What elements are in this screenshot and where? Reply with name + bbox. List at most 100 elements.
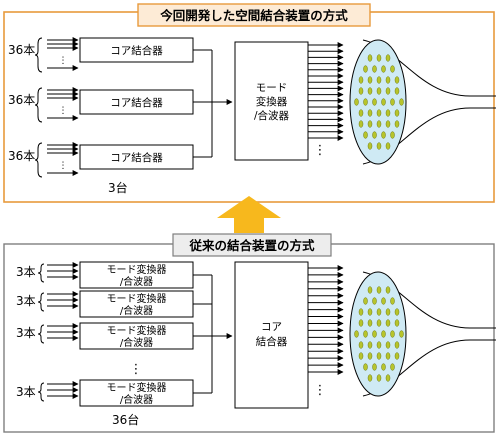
fiber-core	[394, 87, 400, 95]
fiber-core	[385, 87, 391, 95]
fiber-core	[385, 319, 391, 327]
fiber-core	[354, 330, 359, 338]
bottom-input-label-4: 3本	[16, 385, 36, 399]
fiber-core	[358, 319, 364, 327]
bottom-core-coupler-line-1: コア	[261, 321, 282, 333]
fiber-core	[381, 65, 386, 73]
fiber-core	[385, 120, 391, 128]
bottom-mode-converter-1-line-1: モード変換器	[107, 263, 167, 276]
fiber-core	[394, 76, 400, 84]
fiber-core	[399, 98, 404, 106]
top-fiber-cores	[354, 54, 404, 150]
fiber-core	[394, 109, 400, 117]
top-input-dots-3: ⋮	[59, 161, 68, 171]
bottom-mode-converter-3-line-1: モード変換器	[107, 324, 167, 337]
fiber-core	[385, 54, 391, 62]
top-fiber-cone	[349, 39, 496, 165]
top-input-label-3: 36本	[8, 149, 35, 163]
fiber-core	[367, 352, 373, 360]
fiber-core	[363, 98, 368, 106]
top-mode-converter-line-2: 変換器	[256, 95, 288, 108]
fiber-core	[381, 363, 386, 371]
top-mode-converter-line-1: モード	[256, 82, 288, 94]
bottom-input-label-2: 3本	[16, 294, 36, 308]
top-core-coupler-3	[79, 144, 194, 170]
bottom-title-box	[172, 233, 332, 257]
fiber-core	[385, 76, 391, 84]
bottom-brace-2	[37, 292, 45, 312]
bottom-output-arrows	[308, 265, 344, 375]
top-input-groups: 36本 ⋮ コア結合器 36本 ⋮ コア結合器	[8, 37, 194, 178]
bottom-group-dots: ⋮	[130, 362, 143, 377]
fiber-core	[394, 319, 400, 327]
bottom-mode-converter-1-line-2: /合波器	[120, 275, 153, 288]
bottom-input-arrows-3	[47, 323, 79, 341]
top-input-arrows-2	[47, 87, 79, 121]
fiber-core	[367, 374, 373, 382]
fiber-core	[372, 363, 377, 371]
fiber-core	[381, 98, 386, 106]
bottom-input-label-3: 3本	[16, 326, 36, 340]
up-arrow-icon	[217, 196, 281, 233]
fiber-core	[376, 109, 382, 117]
fiber-core	[376, 286, 382, 294]
fiber-core	[376, 308, 382, 316]
top-brace-1	[34, 37, 43, 73]
bottom-panel: 従来の結合装置の方式 3本 モード変換器 /合波器 3本 モード変換器 /合波器…	[3, 233, 496, 433]
fiber-core	[367, 286, 373, 294]
top-connectors	[193, 49, 233, 158]
top-output-arrows	[308, 42, 344, 141]
bottom-unit-count: 36台	[112, 412, 139, 427]
bottom-brace-1	[37, 263, 45, 283]
top-input-dots-1: ⋮	[59, 56, 68, 66]
bottom-mode-converter-2-line-1: モード変換器	[107, 292, 167, 305]
fiber-core	[376, 374, 382, 382]
bottom-mode-converter-3-line-2: /合波器	[120, 336, 153, 349]
fiber-core	[367, 341, 373, 349]
fiber-core	[358, 120, 364, 128]
top-core-coupler-label-3: コア結合器	[110, 151, 163, 164]
fiber-core	[376, 120, 382, 128]
fiber-core	[363, 330, 368, 338]
top-mode-converter	[234, 41, 309, 161]
bottom-mode-converter-2-line-2: /合波器	[120, 304, 153, 317]
fiber-core	[385, 341, 391, 349]
fiber-core	[367, 54, 373, 62]
top-unit-count: 3台	[108, 180, 128, 195]
bottom-input-arrows-2	[47, 291, 79, 309]
top-title-box	[137, 3, 371, 27]
top-input-dots-2: ⋮	[59, 106, 68, 116]
fiber-core	[385, 352, 391, 360]
bottom-mode-converter-4	[79, 379, 194, 407]
fiber-core	[399, 330, 404, 338]
top-input-label-1: 36本	[8, 43, 35, 57]
fiber-core	[385, 374, 391, 382]
top-core-coupler-label-2: コア結合器	[110, 96, 163, 109]
fiber-core	[358, 341, 364, 349]
fiber-core	[376, 352, 382, 360]
bottom-fiber-cores	[354, 286, 404, 382]
top-mode-converter-line-3: /合波器	[254, 109, 290, 122]
top-brace-2	[34, 87, 43, 123]
bottom-core-coupler	[234, 261, 309, 409]
fiber-core	[367, 142, 373, 150]
top-core-coupler-1	[79, 37, 194, 63]
fiber-core	[376, 87, 382, 95]
fiber-core	[372, 98, 377, 106]
fiber-core	[372, 65, 377, 73]
fiber-core	[367, 87, 373, 95]
fiber-core	[385, 286, 391, 294]
fiber-core	[372, 297, 377, 305]
fiber-core	[354, 98, 359, 106]
fiber-core	[367, 308, 373, 316]
bottom-input-arrows-4	[47, 381, 79, 399]
bottom-fiber-cone	[349, 271, 496, 397]
fiber-core	[367, 76, 373, 84]
bottom-input-arrows-1	[47, 262, 79, 280]
fiber-core	[390, 297, 395, 305]
fiber-core	[358, 352, 364, 360]
bottom-core-coupler-line-2: 結合器	[256, 335, 288, 348]
bottom-mode-converter-4-line-1: モード変換器	[107, 381, 167, 394]
fiber-core	[394, 352, 400, 360]
